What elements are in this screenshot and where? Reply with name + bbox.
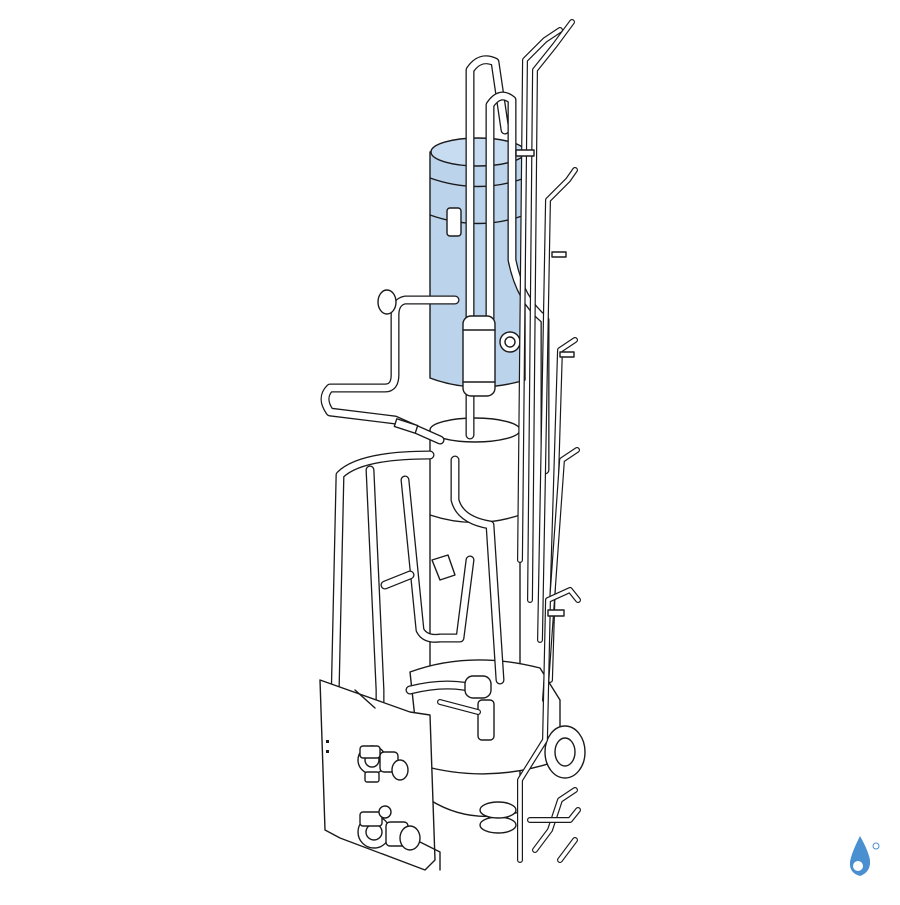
service-valve-upper	[357, 745, 409, 783]
expansion-valve	[437, 675, 495, 741]
service-valve-lower	[357, 805, 421, 851]
bundle-fittings	[393, 149, 575, 617]
four-way-valve	[377, 207, 496, 397]
upper-vessel-highlighted	[429, 137, 526, 388]
vertical-pipe-bundle	[517, 19, 581, 863]
water-drop-logo-icon	[838, 832, 884, 882]
